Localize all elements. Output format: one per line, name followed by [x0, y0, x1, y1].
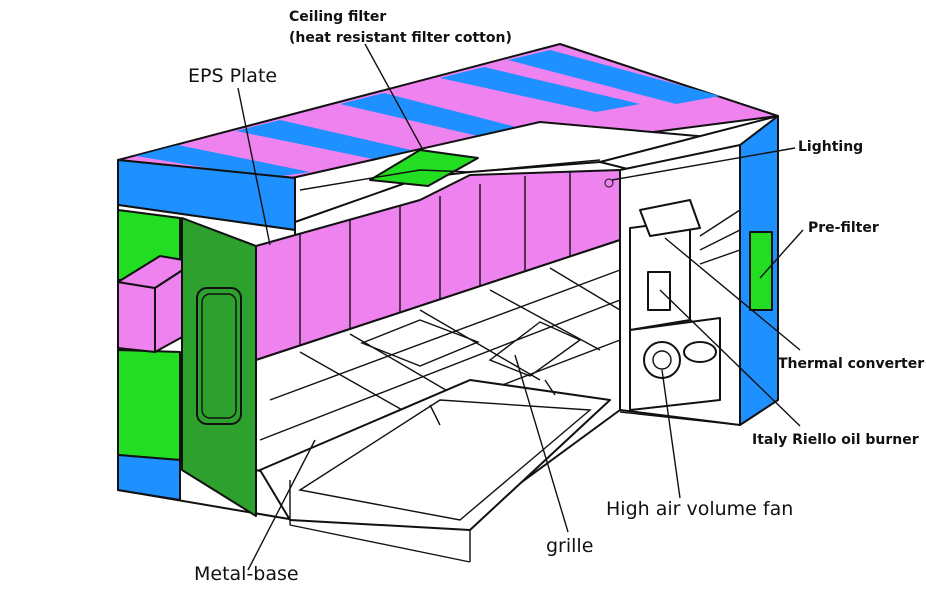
- label-metal-base: Metal-base: [194, 563, 299, 585]
- heat-exchanger-top: [639, 199, 701, 237]
- door-window: [196, 287, 242, 425]
- grille-pit: [259, 379, 611, 531]
- label-eps-plate: EPS Plate: [188, 65, 277, 87]
- label-ceiling-filter-line2: (heat resistant filter cotton): [289, 30, 512, 46]
- pink-box-front: [117, 281, 156, 353]
- floor-tile-2: [488, 321, 582, 377]
- burner-box: [647, 271, 671, 311]
- roof: [117, 43, 779, 231]
- leader-fan: [661, 369, 681, 499]
- label-thermal-converter: Thermal converter: [778, 356, 924, 372]
- roof-stripe-4: [440, 67, 640, 112]
- label-lighting: Lighting: [798, 139, 863, 155]
- roof-stripe-2: [236, 120, 420, 160]
- door-window-inner: [201, 293, 237, 419]
- label-pre-filter: Pre-filter: [808, 220, 879, 236]
- pit-floor: [298, 399, 592, 521]
- leader-lines: [237, 43, 804, 571]
- labels: Ceiling filter (heat resistant filter co…: [188, 9, 924, 585]
- ceiling-opening: [291, 121, 721, 223]
- ceiling-frame: [299, 159, 601, 191]
- pre-filter-panel: [749, 231, 773, 311]
- label-riello-burner: Italy Riello oil burner: [752, 432, 919, 448]
- burner-housing: [619, 115, 779, 426]
- label-ceiling-filter-line1: Ceiling filter: [289, 9, 386, 25]
- leader-eps-plate: [237, 87, 271, 246]
- roof-stripe-3: [340, 93, 520, 136]
- leader-lighting: [611, 147, 796, 181]
- leader-ceiling-filter: [364, 43, 424, 151]
- leader-grille: [514, 354, 569, 533]
- fan-wheel: [643, 341, 681, 379]
- fan-motor: [683, 341, 717, 363]
- ceiling-filter-panel: [369, 149, 479, 187]
- label-grille: grille: [546, 535, 593, 557]
- roof-stripe-1: [136, 145, 310, 178]
- lighting-fixture: [604, 178, 614, 188]
- door: [181, 217, 257, 517]
- leader-pre-filter: [759, 229, 804, 279]
- left-wall-blue-base: [117, 454, 181, 501]
- floor-tile-1: [360, 319, 480, 367]
- roof-stripe-5: [508, 50, 720, 104]
- interior: [255, 169, 621, 563]
- label-fan: High air volume fan: [606, 498, 793, 520]
- leader-burner: [659, 289, 801, 427]
- left-wall-green-lower: [117, 349, 181, 461]
- leader-metal-base: [247, 439, 316, 571]
- leader-thermal: [664, 237, 801, 351]
